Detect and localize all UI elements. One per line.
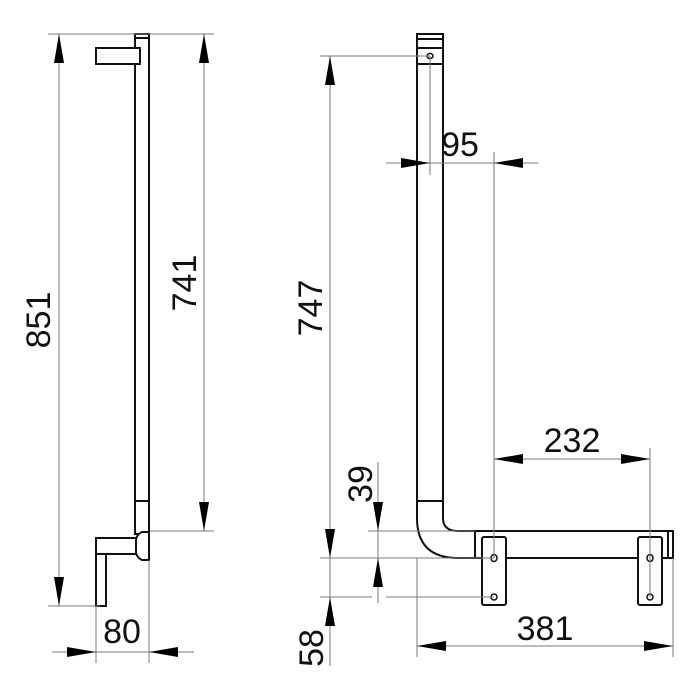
top-wall-bracket — [95, 47, 141, 65]
arrow-down-icon — [373, 502, 383, 531]
dim-label-overall-height: 851 — [20, 292, 58, 349]
arrow-left-icon — [417, 641, 446, 651]
arrow-up-icon — [325, 56, 335, 85]
arrow-up-icon — [373, 558, 383, 587]
bottom-foot — [95, 553, 107, 607]
arrow-up-icon — [54, 34, 64, 63]
dim-label-bar-length: 741 — [166, 255, 204, 312]
dim-label-bracket-hole-spacing: 58 — [293, 629, 331, 667]
arrow-right-icon — [621, 454, 650, 464]
arrow-down-icon — [199, 502, 209, 531]
front-tube — [416, 33, 674, 559]
arrow-right-icon — [67, 647, 96, 657]
arrow-left-icon — [494, 454, 523, 464]
arrow-left-icon — [149, 647, 178, 657]
bottom-arm — [95, 537, 137, 555]
side-view: 851 741 80 — [20, 33, 214, 663]
dim-label-bracket-offset: 39 — [342, 465, 380, 503]
dim-label-fixing-height: 747 — [292, 280, 330, 337]
dim-label-projection: 80 — [103, 613, 141, 651]
arrow-down-icon — [54, 577, 64, 606]
arrow-up-icon — [325, 597, 335, 626]
arrow-left-icon — [494, 158, 523, 168]
dim-label-bracket-spacing: 232 — [544, 422, 601, 460]
arrow-down-icon — [325, 529, 335, 558]
dim-label-overall-width: 381 — [517, 610, 574, 648]
arrow-up-icon — [199, 34, 209, 63]
dim-label-upper-offset: 95 — [441, 126, 479, 164]
arrow-right-icon — [401, 158, 430, 168]
bottom-rosette — [133, 531, 150, 561]
side-bar — [134, 33, 150, 535]
front-view: 747 95 232 39 58 381 — [292, 33, 674, 667]
arrow-right-icon — [644, 641, 673, 651]
